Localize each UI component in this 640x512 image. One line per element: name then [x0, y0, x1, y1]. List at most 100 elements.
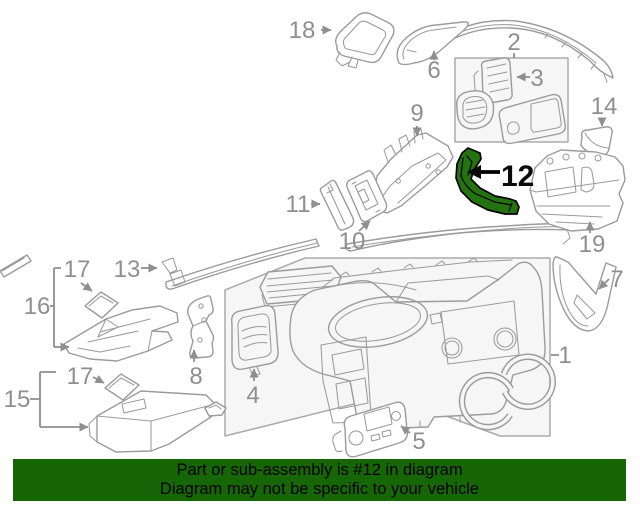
part-16-outline: [63, 305, 179, 362]
part-8-outline: [186, 295, 215, 359]
callout-1-label[interactable]: 1: [558, 342, 571, 369]
part-17-lower-detail: [108, 377, 135, 389]
callout-13[interactable]: 13: [114, 256, 158, 283]
callout-17-upper-label[interactable]: 17: [64, 256, 91, 283]
part-13-reinforcement: [161, 238, 320, 290]
display-bezel: [498, 93, 567, 145]
callout-15[interactable]: 15: [4, 371, 88, 427]
callout-11-label[interactable]: 11: [286, 191, 311, 218]
callout-14-label[interactable]: 14: [591, 93, 618, 120]
callout-19-label[interactable]: 19: [579, 231, 606, 258]
part-6-outline: [396, 21, 469, 66]
callout-10-leader: [358, 220, 371, 232]
center-vent-detail: [261, 272, 338, 308]
callout-13-label[interactable]: 13: [114, 256, 141, 283]
part-17-upper-detail: [88, 295, 114, 307]
part-15-detail: [88, 398, 216, 452]
part-19-detail: [529, 152, 620, 225]
part-17-pad-lower: [104, 373, 140, 401]
callout-8-label[interactable]: 8: [189, 363, 202, 390]
callout-2[interactable]: 2: [507, 29, 521, 58]
cowl-strip-detail: [1, 257, 25, 272]
callout-5-label[interactable]: 5: [412, 428, 425, 455]
callout-15-bracket: [30, 371, 88, 427]
cluster-trim-rings: [458, 353, 556, 431]
part-15-outline: [96, 390, 216, 453]
part-16-insulator-panel: [63, 305, 179, 362]
callout-18[interactable]: 18: [289, 17, 332, 44]
callout-5[interactable]: 5: [400, 425, 426, 455]
callout-10-label[interactable]: 10: [339, 228, 366, 255]
part-11-detail: [326, 183, 346, 225]
callout-4[interactable]: 4: [246, 368, 260, 409]
part-14-detail: [584, 132, 609, 149]
callout-14[interactable]: 14: [591, 93, 618, 127]
cowl-strip-left-edge: [0, 254, 32, 278]
callout-7-leader: [598, 278, 610, 290]
part-11-trim-strip: [319, 179, 355, 231]
callout-1[interactable]: 1: [551, 342, 572, 369]
callout-11[interactable]: 11: [286, 191, 321, 218]
part-4-side-vent: [230, 304, 279, 377]
callout-17-lower-label[interactable]: 17: [67, 363, 94, 390]
callout-7[interactable]: 7: [598, 266, 624, 293]
cluster-opening-outer: [327, 296, 429, 348]
callout-6-label[interactable]: 6: [427, 57, 440, 84]
part-1-instrument-panel: [289, 257, 546, 431]
part-13-detail: [161, 242, 318, 287]
part-6-windshield-trim: [396, 21, 469, 66]
callout-16[interactable]: 16: [24, 267, 69, 347]
side-vent-round: [456, 89, 495, 130]
part-17-lower-outline: [104, 373, 140, 401]
callout-8[interactable]: 8: [189, 349, 203, 390]
mounting-clip-detail: [208, 404, 222, 410]
lower-trim-strip: [345, 223, 572, 252]
trim-ring-left-inner: [460, 373, 513, 429]
part-8-detail: [192, 303, 207, 343]
callout-15-label[interactable]: 15: [4, 386, 31, 413]
callout-5-leader: [400, 425, 411, 435]
callout-16-bracket: [50, 267, 69, 347]
mounting-clip: [204, 401, 227, 417]
callout-12-label[interactable]: 12: [501, 160, 534, 193]
callout-12-highlighted[interactable]: 12: [467, 160, 534, 193]
part-7-outline: [552, 256, 617, 332]
part-6-detail: [402, 26, 457, 60]
callout-9-label[interactable]: 9: [410, 100, 423, 127]
banner-line1: Part or sub-assembly is #12 in diagram: [176, 461, 463, 479]
part-10-detail: [351, 179, 381, 213]
display-bezel-detail: [506, 98, 562, 135]
callout-17-lower[interactable]: 17: [67, 363, 105, 390]
callout-9[interactable]: 9: [410, 100, 424, 137]
part-5-detail: [332, 406, 402, 453]
part-7-pillar-garnish: [552, 256, 617, 332]
part-2-detail: [436, 24, 608, 83]
callout-3-label[interactable]: 3: [530, 65, 543, 92]
callout-18-label[interactable]: 18: [289, 17, 316, 44]
part-14-corner-trim: [580, 126, 613, 157]
callout-7-label[interactable]: 7: [610, 266, 623, 293]
callout-17-upper-leader: [80, 282, 93, 292]
part-4-outline: [230, 304, 279, 370]
callout-19[interactable]: 19: [579, 221, 606, 258]
callout-17-upper[interactable]: 17: [64, 256, 93, 292]
part-5-control-panel: [332, 401, 409, 458]
highlight-banner: Part or sub-assembly is #12 in diagram D…: [13, 459, 626, 501]
part-9-cluster-bracket: [373, 128, 454, 214]
part-13-outline: [165, 238, 320, 290]
callout-2-label[interactable]: 2: [507, 29, 520, 56]
part-9-outline: [373, 132, 454, 214]
callout-4-label[interactable]: 4: [246, 382, 259, 409]
part-10-trim-panel: [346, 170, 388, 223]
lower-trim-strip-outline: [345, 223, 572, 252]
side-vent-detail: [462, 95, 488, 124]
callout-3[interactable]: 3: [516, 65, 544, 92]
callout-10[interactable]: 10: [339, 220, 371, 255]
callout-6[interactable]: 6: [427, 50, 441, 84]
part-7-detail: [559, 264, 596, 327]
callout-16-label[interactable]: 16: [24, 293, 51, 320]
part-8-bracket: [186, 295, 215, 359]
part-19-glovebox-frame: [529, 149, 626, 232]
